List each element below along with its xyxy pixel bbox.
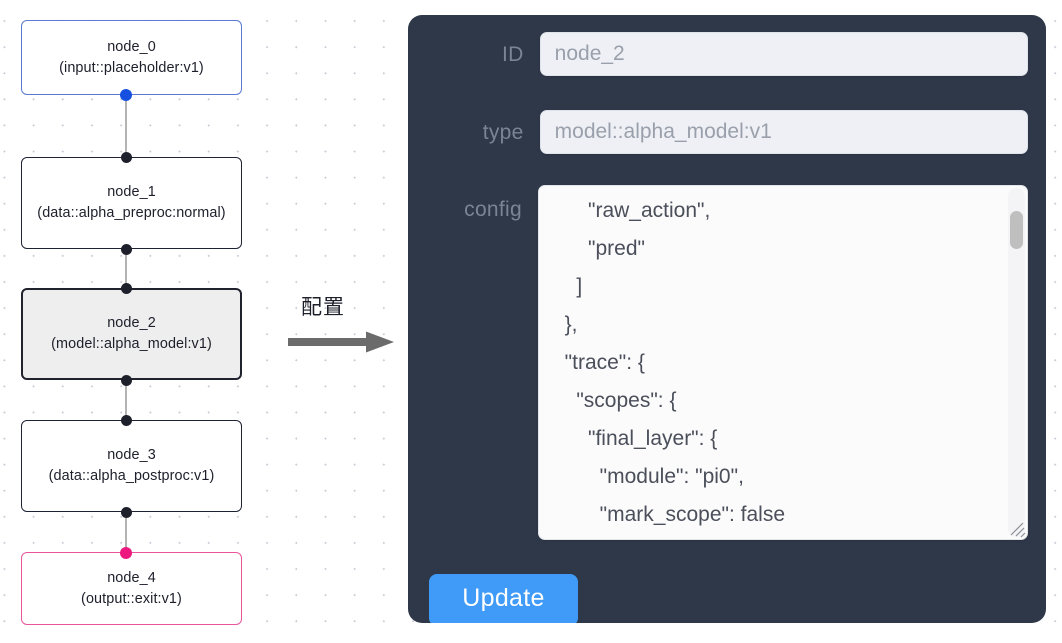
config-editor-wrapper: "raw_action", "pred" ] }, "trace": { "sc…: [538, 185, 1028, 540]
edge-node3-node4: [125, 512, 127, 557]
right-arrow-icon: [288, 331, 394, 353]
edge-node1-node2: [125, 249, 127, 293]
flow-node-id-label: node_4: [107, 569, 156, 586]
port-node_2-output[interactable]: [120, 375, 132, 386]
flow-node-type-label: (data::alpha_preproc:normal): [37, 205, 226, 221]
flow-node-node_3[interactable]: node_3 (data::alpha_postproc:v1): [21, 420, 242, 512]
type-input[interactable]: [539, 110, 1028, 154]
config-scrollbar-thumb[interactable]: [1010, 211, 1023, 249]
flow-node-id-label: node_1: [107, 184, 156, 200]
flow-node-type-label: (data::alpha_postproc:v1): [48, 468, 215, 484]
flow-node-node_4[interactable]: node_4 (output::exit:v1): [21, 552, 242, 625]
annotation-label: 配置: [301, 296, 345, 319]
annotation-group: 配置: [283, 295, 395, 365]
port-node_2-input[interactable]: [120, 283, 132, 294]
flow-node-node_1[interactable]: node_1 (data::alpha_preproc:normal): [21, 157, 242, 249]
node-config-panel: ID type config "raw_action", "pred" ] },…: [408, 15, 1046, 623]
flow-graph: node_0 (input::placeholder:v1) node_1 (d…: [0, 0, 400, 643]
port-node_1-input[interactable]: [120, 152, 132, 163]
port-node_3-output[interactable]: [120, 507, 132, 518]
id-input[interactable]: [539, 32, 1028, 76]
field-row-type: type: [428, 110, 1028, 154]
flow-node-type-label: (model::alpha_model:v1): [51, 336, 212, 352]
port-node_4-input[interactable]: [120, 547, 132, 559]
flow-node-type-label: (input::placeholder:v1): [59, 59, 204, 76]
config-textarea[interactable]: "raw_action", "pred" ] }, "trace": { "sc…: [538, 185, 1028, 540]
flow-node-type-label: (output::exit:v1): [81, 590, 182, 607]
field-row-config: config "raw_action", "pred" ] }, "trace"…: [428, 185, 1028, 540]
config-field-label: config: [464, 198, 522, 221]
update-button[interactable]: Update: [429, 574, 578, 623]
id-field-label: ID: [502, 43, 524, 66]
flow-node-id-label: node_0: [107, 38, 156, 55]
edge-node2-node3: [125, 380, 127, 425]
port-node_3-input[interactable]: [120, 415, 132, 426]
edge-node0-node1: [125, 95, 127, 162]
field-row-id: ID: [428, 32, 1028, 76]
flow-node-id-label: node_2: [107, 315, 156, 331]
port-node_1-output[interactable]: [120, 244, 132, 255]
type-field-label: type: [482, 121, 524, 144]
flow-node-node_2[interactable]: node_2 (model::alpha_model:v1): [21, 288, 242, 380]
flow-node-node_0[interactable]: node_0 (input::placeholder:v1): [21, 20, 242, 95]
flow-node-id-label: node_3: [107, 447, 156, 463]
port-node_0-output[interactable]: [120, 89, 132, 101]
